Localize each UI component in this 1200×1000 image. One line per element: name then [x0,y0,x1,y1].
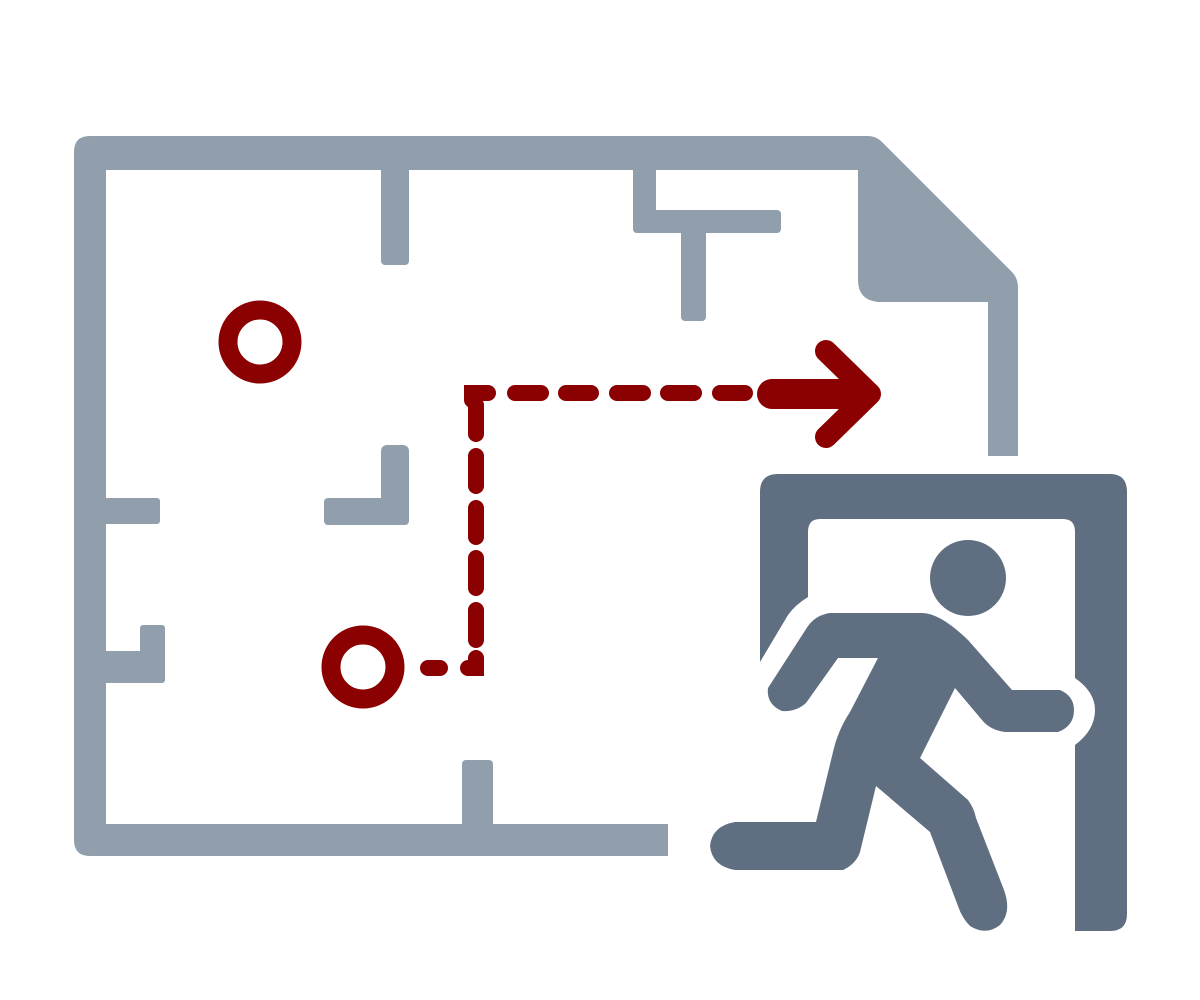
running-man-head [930,540,1006,616]
wall-partition-top-shelf [633,210,781,233]
emergency-exit-running-man-icon [710,474,1127,931]
evacuation-route [218,300,881,709]
running-man [710,540,1074,931]
wall-partition-top-stem [681,222,706,321]
wall-stub-left-lower-vertical [140,625,165,683]
route-dash [464,385,496,408]
wall-stub-left-upper [100,498,160,524]
route-arrow-head [757,340,881,448]
dashed-route-arrow-icon [420,385,753,676]
wall-stub-bottom [462,760,493,830]
wall-partition-top-left [381,166,409,265]
start-point-marker-upper [218,300,302,384]
route-dash [460,650,484,676]
floor-plan-icon [74,136,1018,856]
exit-door-frame [760,474,1127,931]
wall-partition-center-horizontal [324,498,409,525]
running-man-body [710,613,1074,931]
route-arrow-chevron [815,340,881,448]
floor-plan-outer-wall [74,136,1018,856]
start-point-marker-lower [321,625,405,709]
